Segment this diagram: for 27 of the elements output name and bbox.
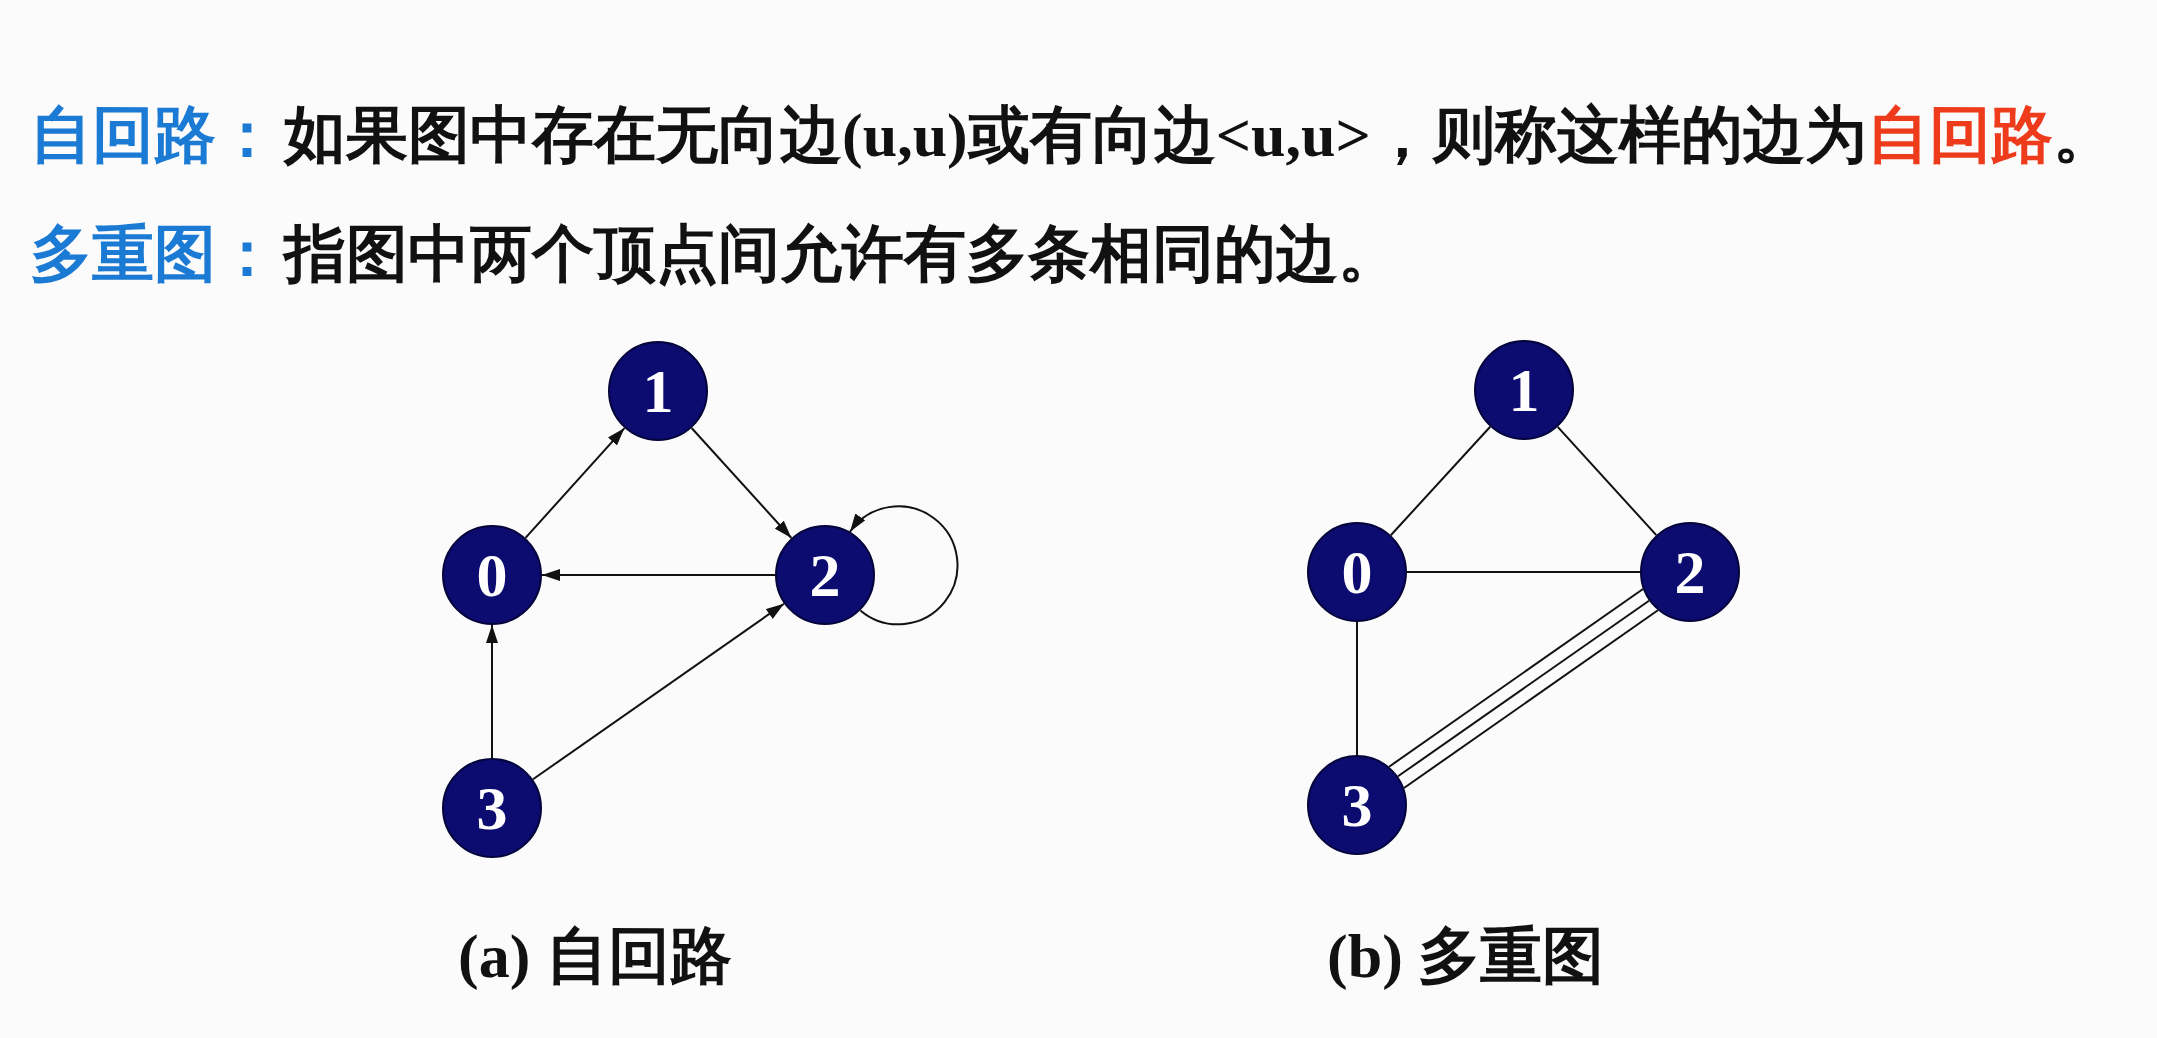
loop-arrow [849, 505, 959, 626]
definition-text: 如果图中存在无向边(u,u)或有向边<u,u>，则称这样的边为自回路。 [284, 99, 2115, 171]
definition-term: 自回路： [30, 99, 278, 171]
vertex-circle: 0 [442, 525, 542, 625]
arrow [690, 427, 793, 539]
arrow [486, 624, 498, 759]
edge-line [1397, 599, 1650, 778]
arrow [541, 569, 776, 581]
vertex-circle: 2 [775, 525, 875, 625]
edge-line [1389, 425, 1492, 537]
vertex-circle: 2 [1640, 522, 1740, 622]
vertex-circle: 1 [608, 341, 708, 441]
arrow [524, 427, 626, 539]
figure-caption: (a) 自回路 [458, 920, 732, 992]
edge-line [1356, 621, 1358, 756]
vertex-circle: 0 [1307, 522, 1407, 622]
vertex-circle: 1 [1474, 340, 1574, 440]
vertex-circle: 3 [442, 758, 542, 858]
arrow [532, 602, 785, 781]
figure-caption: (b) 多重图 [1327, 920, 1605, 992]
definition-term: 多重图： [30, 218, 278, 290]
edge-line [1388, 588, 1644, 768]
vertex-circle: 3 [1307, 755, 1407, 855]
definition-text: 指图中两个顶点间允许有多条相同的边。 [284, 218, 1400, 290]
edge-line [1406, 571, 1641, 573]
edge-line [1556, 425, 1658, 537]
edge-line [1403, 609, 1659, 789]
